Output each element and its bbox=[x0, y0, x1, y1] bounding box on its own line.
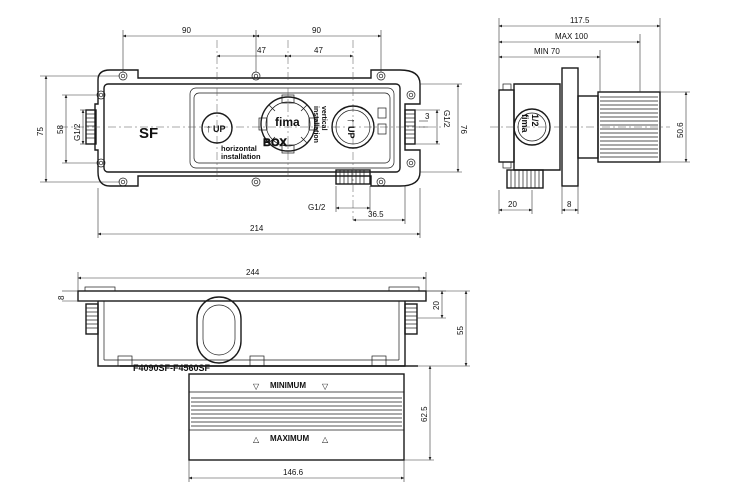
dim-50-6: 50.6 bbox=[676, 122, 685, 138]
up-label-left: UP bbox=[213, 124, 226, 134]
up-circle-left bbox=[201, 112, 233, 144]
brand-center-text: fima bbox=[275, 115, 300, 129]
up-arrow-icon-right: ↑ bbox=[345, 118, 357, 124]
dim-36-5: 36.5 bbox=[368, 210, 384, 219]
dim-76: 76 bbox=[459, 125, 468, 134]
dim-244: 244 bbox=[246, 268, 260, 277]
dim-20-bottom: 20 bbox=[432, 301, 441, 310]
central-gear bbox=[258, 94, 318, 154]
front-dimensions: 90 90 47 47 75 58 G1/2 G1/2 3 76 bbox=[36, 26, 468, 238]
dim-214: 214 bbox=[250, 224, 264, 233]
side-brand-text: fima bbox=[520, 114, 530, 134]
side-dimensions: 117.5 MAX 100 MIN 70 50.6 20 8 bbox=[498, 16, 690, 214]
side-bottom-connector bbox=[506, 169, 544, 189]
up-arrow-icon: ↑ bbox=[206, 123, 212, 135]
front-small-tab-2 bbox=[377, 123, 387, 135]
front-inner-panel-2 bbox=[193, 92, 391, 164]
dim-8-bottom: 8 bbox=[57, 295, 66, 300]
marker-down-icon: ▽ bbox=[253, 382, 260, 391]
box-text: BOX bbox=[263, 137, 288, 149]
bottom-dimensions: 244 8 20 55 62.5 146.6 bbox=[57, 268, 470, 482]
horizontal-installation-1: horizontal bbox=[221, 144, 257, 153]
up-label-right: UP bbox=[346, 126, 356, 139]
minimum-label: MINIMUM bbox=[270, 381, 306, 390]
model-label: F4090SF-F4560SF bbox=[133, 363, 211, 373]
dim-55: 55 bbox=[456, 326, 465, 335]
dim-8-side: 8 bbox=[567, 200, 572, 209]
vertical-installation-2: installation bbox=[312, 106, 319, 143]
dim-g12-left: G1/2 bbox=[73, 123, 82, 141]
side-left-connector bbox=[498, 89, 515, 163]
side-ribs bbox=[600, 96, 658, 158]
dim-g12-bottom: G1/2 bbox=[308, 203, 326, 212]
marker-up-icon: △ bbox=[253, 435, 260, 444]
dim-max100: MAX 100 bbox=[555, 32, 588, 41]
dim-75: 75 bbox=[36, 127, 45, 136]
bottom-extension bbox=[188, 373, 405, 461]
side-size-text: 1/2 bbox=[530, 114, 540, 127]
dim-58: 58 bbox=[56, 125, 65, 134]
front-flange bbox=[94, 69, 421, 187]
bottom-right-connector bbox=[404, 303, 418, 335]
dim-g12-right: G1/2 bbox=[442, 110, 451, 128]
horizontal-installation-2: installation bbox=[221, 152, 261, 161]
marker-up-icon-2: △ bbox=[322, 435, 329, 444]
bottom-oval-port bbox=[196, 296, 242, 364]
front-view: ↑ UP fima BOX ↑ UP horizontal installati… bbox=[60, 40, 445, 220]
dim-3: 3 bbox=[425, 112, 430, 121]
up-circle-right-inner bbox=[335, 109, 371, 145]
maximum-label: MAXIMUM bbox=[270, 434, 309, 443]
vertical-installation-1: vertical bbox=[320, 106, 327, 131]
up-circle-right bbox=[331, 105, 375, 149]
dim-90-right: 90 bbox=[312, 26, 321, 35]
front-body bbox=[103, 83, 401, 173]
dim-47-left: 47 bbox=[257, 46, 266, 55]
dim-20-side: 20 bbox=[508, 200, 517, 209]
bottom-left-connector bbox=[85, 303, 99, 335]
front-inner-panel bbox=[189, 87, 395, 169]
sf-label: SF bbox=[139, 125, 158, 142]
dim-90-left: 90 bbox=[182, 26, 191, 35]
side-view: fima 1/2 bbox=[490, 67, 670, 189]
front-small-tab bbox=[377, 107, 387, 119]
dim-146-6: 146.6 bbox=[283, 468, 304, 477]
dim-117-5: 117.5 bbox=[570, 16, 590, 25]
dim-62-5: 62.5 bbox=[420, 406, 429, 422]
dim-47-right: 47 bbox=[314, 46, 323, 55]
bottom-view: F4090SF-F4560SF ▽ MINIMUM ▽ △ MAXIMUM △ bbox=[77, 286, 427, 461]
bottom-ribs bbox=[191, 397, 402, 427]
bottom-flange bbox=[77, 290, 427, 302]
dim-min70: MIN 70 bbox=[534, 47, 560, 56]
marker-down-icon-2: ▽ bbox=[322, 382, 329, 391]
